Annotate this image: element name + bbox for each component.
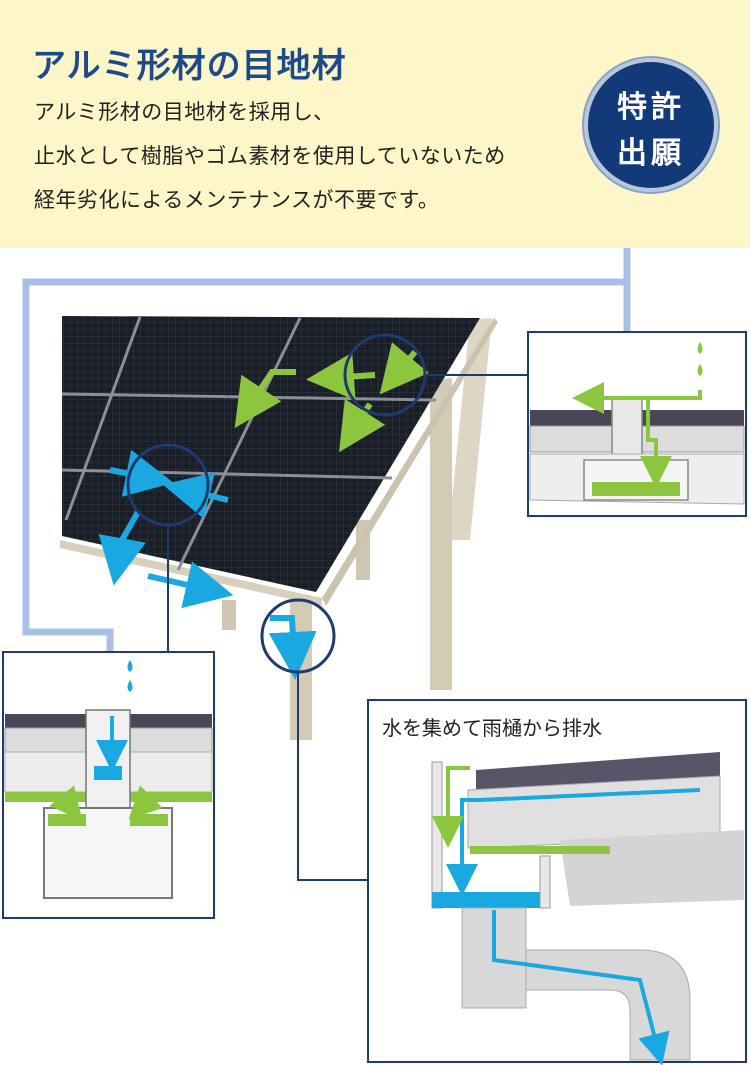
panel-flow-arrows xyxy=(98,342,429,680)
side-frame xyxy=(322,318,498,606)
detail-panel-center-joint xyxy=(2,651,215,919)
leader-lines-dark xyxy=(167,374,528,881)
badge-line-1: 特許 xyxy=(617,90,685,125)
solar-panel xyxy=(62,316,480,592)
header-band: アルミ形材の目地材 アルミ形材の目地材を採用し、 止水として樹脂やゴム素材を使用… xyxy=(0,0,750,248)
gutter-detail-title: 水を集めて雨樋から排水 xyxy=(382,716,602,740)
detail-panel-gutter xyxy=(367,699,747,1065)
badge-line-2: 出願 xyxy=(617,136,685,171)
front-post-2 xyxy=(222,600,236,630)
right-post xyxy=(430,378,452,690)
description-line-3: 経年劣化によるメンテナンスが不要です。 xyxy=(34,188,440,212)
back-post xyxy=(448,318,492,540)
description-line-1: アルミ形材の目地材を採用し、 xyxy=(34,100,335,124)
detail-panel-top-joint xyxy=(527,331,747,517)
description-line-2: 止水として樹脂やゴム素材を使用していないため xyxy=(34,144,506,168)
patent-pending-badge: 特許 出願 xyxy=(588,62,714,188)
page-title: アルミ形材の目地材 xyxy=(32,46,347,86)
